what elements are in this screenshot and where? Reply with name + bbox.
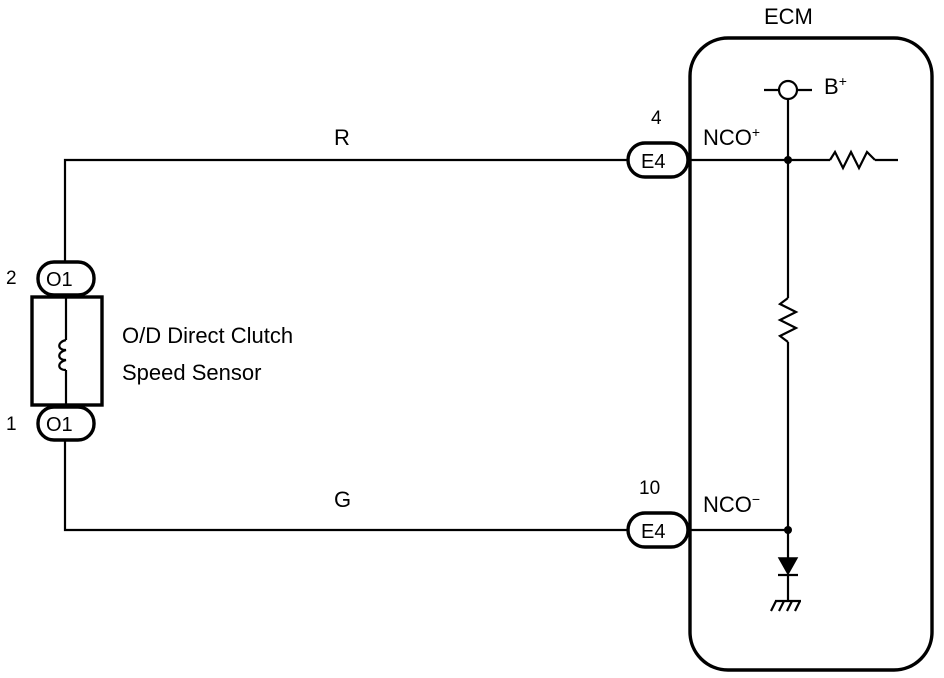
ecm-box [688, 36, 934, 672]
svg-text:O1: O1 [46, 414, 73, 436]
sensor-pin-2: 2 [6, 268, 17, 289]
ground-icon [770, 599, 801, 612]
ecm-title: ECM [764, 4, 813, 29]
sensor-name-line2: Speed Sensor [122, 360, 261, 385]
wire-red-label: R [334, 125, 350, 150]
signal-nco-plus: NCO+ [703, 124, 760, 150]
ecm-pin-10: 10 [639, 478, 660, 499]
resistor-vertical-icon [777, 160, 799, 530]
signal-nco-minus: NCO− [703, 491, 760, 517]
svg-text:E4: E4 [641, 151, 665, 173]
wire-green [63, 440, 628, 532]
ecm-pin-4: 4 [651, 108, 662, 129]
diode-icon [777, 530, 799, 600]
wire-green-label: G [334, 487, 351, 512]
ecm-connector-top: E4 [626, 141, 690, 179]
supply-terminal-icon [764, 79, 812, 160]
supply-label: B+ [824, 73, 847, 99]
sensor-pin-1: 1 [6, 414, 17, 435]
sensor-connector-top: O1 [36, 260, 96, 297]
svg-text:O1: O1 [46, 269, 73, 291]
svg-text:E4: E4 [641, 521, 665, 543]
sensor-name-line1: O/D Direct Clutch [122, 323, 293, 348]
sensor-connector-bottom: O1 [36, 405, 96, 442]
ecm-connector-bottom: E4 [626, 511, 690, 549]
wire-red [63, 158, 628, 262]
resistor-right-icon [788, 149, 898, 171]
sensor-coil-icon [58, 297, 68, 405]
